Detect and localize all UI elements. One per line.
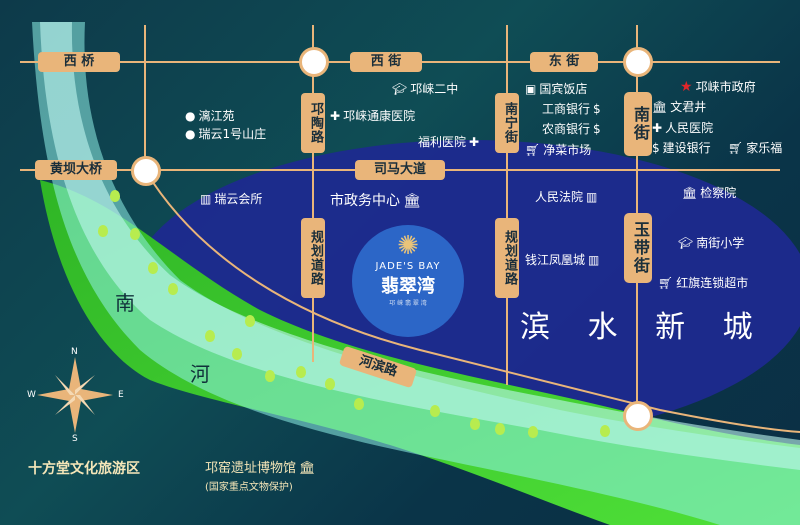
road-label-xijie: 西 街 <box>350 52 422 72</box>
compass-e: E <box>118 390 124 400</box>
road-label-xiqiao: 西 桥 <box>38 52 120 72</box>
poi-renminfayuan: 人民法院▥ <box>535 190 598 204</box>
poi-tongkang: ✚邛崃通康医院 <box>330 109 416 123</box>
intersection-node <box>131 156 161 186</box>
road-label-yudaijie: 玉带街 <box>624 213 652 283</box>
poi-hongqi: 🛒︎红旗连锁超市 <box>658 276 749 290</box>
poi-jianshe: $建设银行 <box>652 141 711 155</box>
poi-shizhengwu: 市政务中心🏛︎ <box>330 193 421 209</box>
tree-icon <box>265 370 275 382</box>
hospital-icon: ✚ <box>469 135 480 149</box>
logo-chinese: 翡翠湾 <box>381 276 435 297</box>
poi-jianchayuan: 🏛︎检察院 <box>682 186 737 200</box>
logo-subtitle: 邛 崃 翡 翠 湾 <box>389 300 427 307</box>
compass-w: W <box>27 390 36 400</box>
road-label-guihua-left: 规划道路 <box>301 218 325 298</box>
tree-icon <box>245 315 255 327</box>
tree-icon <box>148 262 158 274</box>
government-icon: 🏛︎ <box>403 193 421 209</box>
poi-shifangtang: 十方堂文化旅游区 <box>28 461 140 477</box>
tree-icon <box>528 426 538 438</box>
road-label-huangbadaqiao: 黄坝大桥 <box>35 160 117 180</box>
bank-icon: $ <box>593 102 601 116</box>
road-label-nanjie: 南街 <box>624 92 652 156</box>
tree-icon <box>470 418 480 430</box>
cart-icon: 🛒︎ <box>728 141 744 155</box>
poi-jialefu: 🛒︎家乐福 <box>728 141 783 155</box>
school-icon: 🎓︎ <box>392 82 408 96</box>
tree-icon <box>354 398 364 410</box>
tree-icon <box>205 330 215 342</box>
tree-icon <box>495 423 505 435</box>
river-water <box>32 22 800 525</box>
landmark-icon: 🏛︎ <box>682 186 698 200</box>
building-icon: ▥ <box>200 192 212 206</box>
river-channel <box>40 22 800 470</box>
poi-qiongyao: 邛窑遗址博物馆🏛︎ <box>205 461 316 476</box>
building-icon: ▥ <box>586 190 598 204</box>
road-label-qiongtaolu: 邛陶路 <box>301 93 325 153</box>
tree-icon <box>98 225 108 237</box>
poi-ruiyun: ●瑞云1号山庄 <box>185 127 267 141</box>
dot-icon: ● <box>185 109 196 123</box>
cart-icon: 🛒︎ <box>658 276 674 290</box>
road-label-simadadao: 司马大道 <box>355 160 445 180</box>
tree-icon <box>296 366 306 378</box>
intersection-node <box>299 47 329 77</box>
road-line-hebin <box>144 169 800 433</box>
bank-icon: $ <box>652 141 660 155</box>
cart-icon: 🛒︎ <box>525 143 541 157</box>
poi-guobin: ▣国宾饭店 <box>525 82 588 96</box>
tree-icon <box>130 228 140 240</box>
project-logo: ✺ JADE'S BAY 翡翠湾 邛 崃 翡 翠 湾 <box>352 225 464 337</box>
landmark-icon: 🏛︎ <box>652 100 668 114</box>
tree-icon <box>325 378 335 390</box>
road-label-guihua-right: 规划道路 <box>495 218 519 298</box>
road-label-nanningjie: 南宁街 <box>495 93 519 153</box>
logo-english: JADE'S BAY <box>375 261 441 272</box>
poi-qianjiang: 钱江凤凰城▥ <box>525 253 600 267</box>
river-label-he: 河 <box>190 362 210 386</box>
compass-s: S <box>72 434 78 444</box>
school-icon: 🎓︎ <box>678 236 694 250</box>
tree-icon <box>232 348 242 360</box>
intersection-node <box>623 401 653 431</box>
tree-icon <box>110 190 120 202</box>
district-label: 滨 水 新 城 <box>520 310 767 345</box>
poi-zhengfu: ★邛崃市政府 <box>680 79 756 95</box>
hotel-icon: ▣ <box>525 82 537 96</box>
poi-jingcai: 🛒︎净菜市场 <box>525 143 592 157</box>
poi-qiongyao-note: (国家重点文物保护) <box>205 482 293 493</box>
poi-nanjiexiaoxue: 🎓︎南街小学 <box>678 236 745 250</box>
poi-qionglaierzhong: 🎓︎邛崃二中 <box>392 82 459 96</box>
building-icon: ▥ <box>588 253 600 267</box>
compass-n: N <box>71 347 78 357</box>
poi-wenjunjing: 🏛︎文君井 <box>652 100 707 114</box>
poi-renminyiyuan: ✚人民医院 <box>652 121 714 135</box>
star-icon: ★ <box>680 79 693 95</box>
tree-icon <box>168 283 178 295</box>
bank-icon: $ <box>593 122 601 136</box>
compass-rose <box>37 357 113 433</box>
hospital-icon: ✚ <box>330 109 341 123</box>
road-label-dongjie: 东 街 <box>530 52 598 72</box>
river-label-nan: 南 <box>115 291 135 315</box>
phoenix-icon: ✺ <box>397 231 419 261</box>
poi-lijiangyuan: ●漓江苑 <box>185 109 235 123</box>
intersection-node <box>623 47 653 77</box>
dot-icon: ● <box>185 127 196 141</box>
tree-icon <box>600 425 610 437</box>
poi-fuliyiyuan: 福利医院✚ <box>418 135 480 149</box>
poi-gongshang: 工商银行$ <box>542 102 601 116</box>
poi-nongshang: 农商银行$ <box>542 122 601 136</box>
museum-icon: 🏛︎ <box>299 461 316 476</box>
hospital-icon: ✚ <box>652 121 663 135</box>
tree-icon <box>430 405 440 417</box>
poi-ruiyunhuisuo: ▥瑞云会所 <box>200 192 263 206</box>
